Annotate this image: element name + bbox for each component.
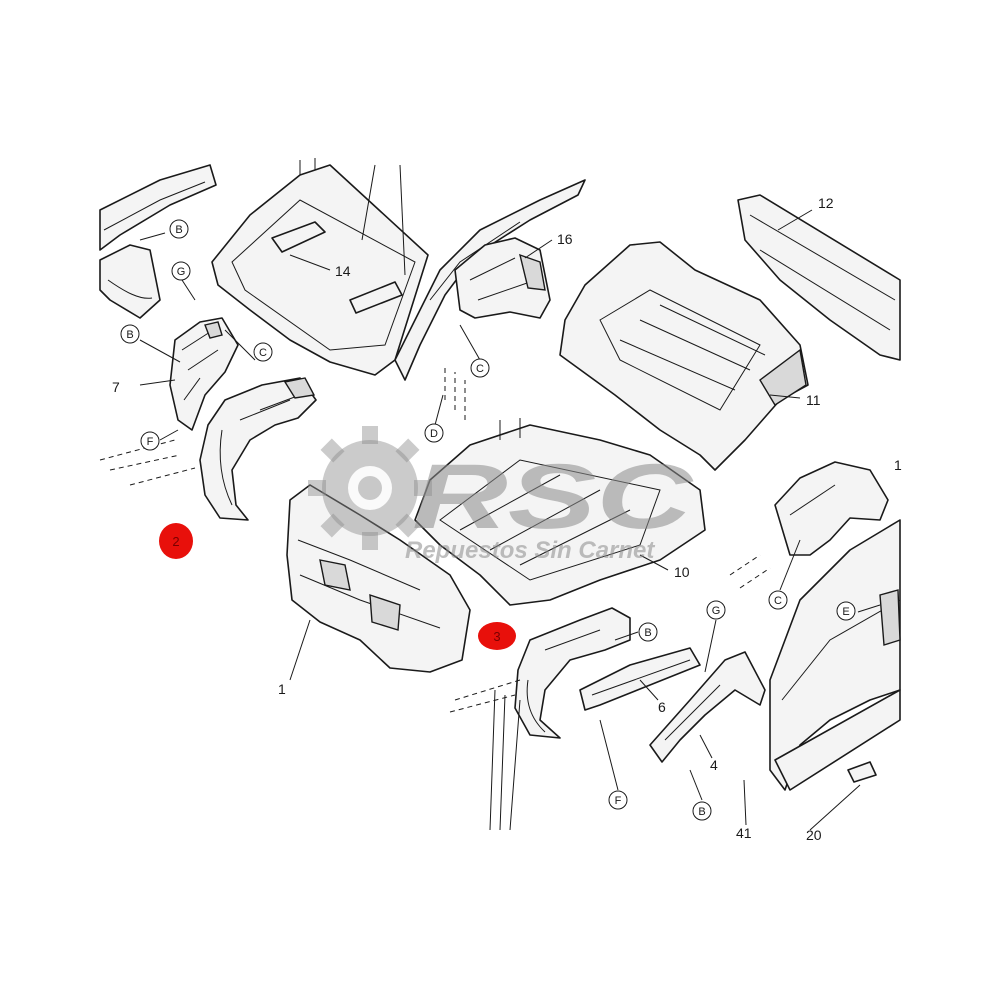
label-part-4: 4 [710,757,718,773]
svg-text:B: B [644,627,651,639]
callout-c-left: C [253,342,273,362]
label-part-1: 1 [278,681,286,697]
label-part-12: 12 [818,195,834,211]
red-marker-2: 2 [159,523,193,559]
callout-b-lower: B [638,622,658,642]
svg-text:B: B [175,224,182,236]
watermark-tagline: Repuestos Sin Carnet [405,537,655,564]
callout-c-right: C [768,590,788,610]
callout-b-bottom: B [692,801,712,821]
right-upper-wheelhouse [774,461,889,556]
left-rocker-panel [99,164,217,319]
part-3-wheelhouse-liner [514,607,631,739]
label-part-16: 16 [557,231,573,247]
part-4-lower-panel [649,651,766,763]
leader-lines [139,164,881,831]
callout-g-lower: G [706,600,726,620]
callout-f-left: F [140,431,160,451]
callout-b-left: B [120,324,140,344]
red-marker-3-label: 3 [493,629,500,644]
label-part-11: 11 [806,392,821,408]
part-11-trunk-pan [559,241,809,471]
label-part-6: 6 [658,699,666,715]
roof-side-rail [394,179,586,381]
part-16-bracket [454,237,551,319]
svg-text:C: C [259,347,267,359]
callout-e-right: E [836,601,856,621]
right-body-side [769,519,901,791]
svg-text:B: B [698,806,705,818]
watermark-gear-icon [308,426,432,550]
svg-text:G: G [712,605,721,617]
svg-text:B: B [126,329,133,341]
watermark-logo: RSC Repuestos Sin Carnet [308,426,694,564]
part-12-crossmember [737,194,901,361]
callout-d-mid: D [424,423,444,443]
part-10-floor-pan [414,418,706,606]
svg-text:C: C [476,363,484,375]
svg-text:F: F [615,795,622,807]
fastener-lines [99,365,771,831]
letter-callouts: B G B C F C D B [120,219,856,821]
part-1-bulkhead [286,484,471,673]
label-part-14: 14 [335,263,351,279]
red-marker-3: 3 [478,622,516,650]
label-part-1-partial: 1 [894,457,902,473]
svg-text:D: D [430,428,438,440]
callout-g-left: G [171,261,191,281]
svg-text:E: E [842,606,849,618]
svg-text:C: C [774,595,782,607]
red-marker-2-label: 2 [172,534,179,549]
label-part-7: 7 [112,379,120,395]
part-2-wheelhouse-liner [199,377,317,521]
callout-b-top: B [169,219,189,239]
callout-c-mid: C [470,358,490,378]
part-14-rear-frame [211,158,429,376]
callout-f-lower: F [608,790,628,810]
label-part-20: 20 [806,827,822,843]
svg-text:F: F [147,436,154,448]
watermark-brand: RSC [412,446,694,548]
label-part-41: 41 [736,825,752,841]
svg-text:G: G [177,266,186,278]
label-part-10: 10 [674,564,690,580]
part-6-bracket [579,647,701,711]
part-7-bracket [169,317,239,431]
part-number-labels: 7 14 16 12 11 10 1 6 4 41 20 1 [112,195,902,843]
